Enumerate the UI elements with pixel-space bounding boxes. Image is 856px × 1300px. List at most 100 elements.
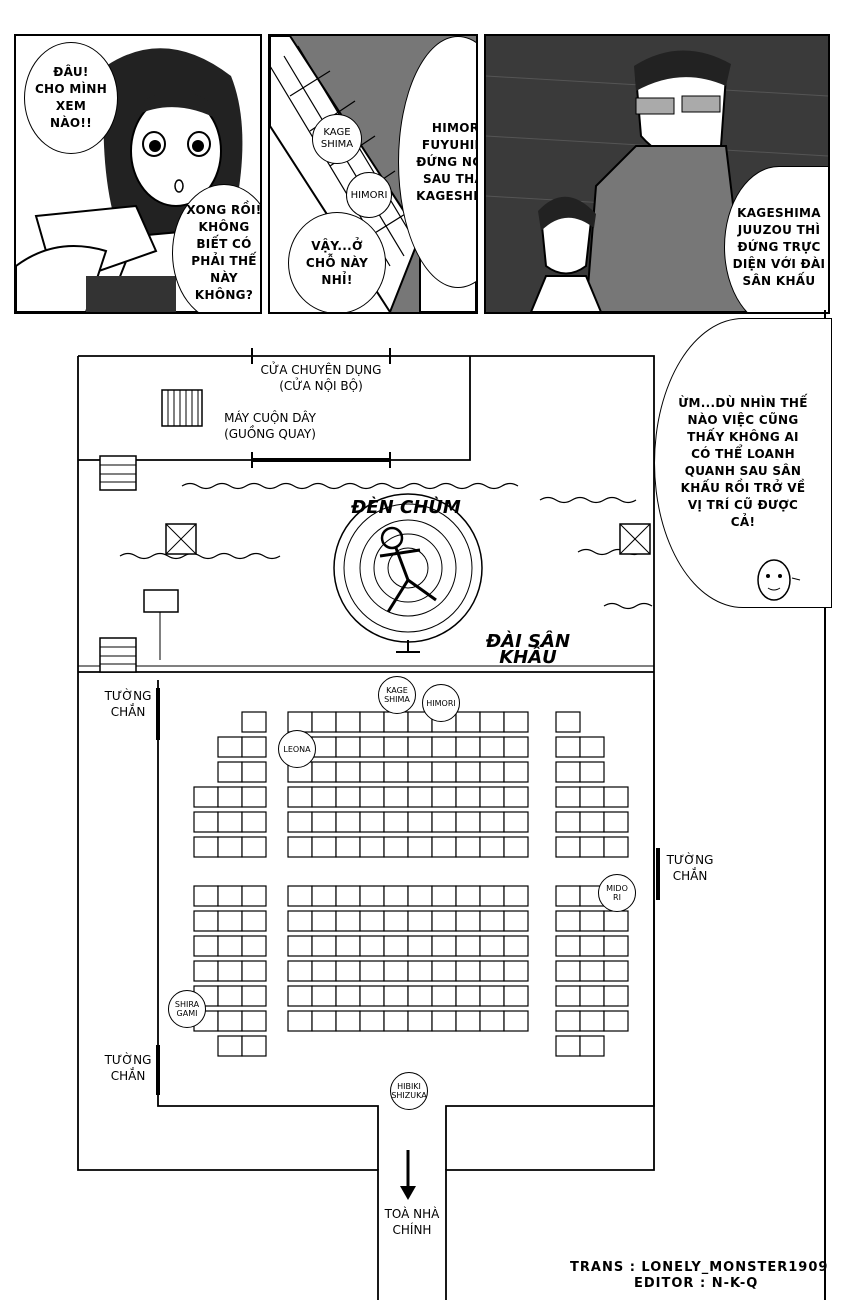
seat bbox=[503, 761, 529, 783]
wall-label: TƯỜNG CHẮN bbox=[666, 853, 714, 883]
seat bbox=[455, 786, 481, 808]
speech-bubble: VẬY...Ở CHỖ NÀY NHỈ! bbox=[288, 212, 386, 312]
seat bbox=[287, 836, 313, 858]
seat bbox=[241, 885, 267, 907]
seat bbox=[479, 761, 505, 783]
small-character-icon bbox=[757, 559, 801, 601]
seat bbox=[503, 935, 529, 957]
seat bbox=[479, 910, 505, 932]
seat bbox=[287, 711, 313, 733]
name-tag-hibiki: HIBIKI SHIZUKA bbox=[390, 1072, 428, 1110]
seat bbox=[335, 786, 361, 808]
seat bbox=[479, 985, 505, 1007]
men-illustration bbox=[486, 36, 828, 312]
seat bbox=[217, 985, 243, 1007]
seat bbox=[407, 985, 433, 1007]
seat bbox=[241, 960, 267, 982]
seat bbox=[335, 736, 361, 758]
seat bbox=[193, 811, 219, 833]
seat bbox=[503, 836, 529, 858]
seat bbox=[479, 736, 505, 758]
seat bbox=[193, 836, 219, 858]
seat bbox=[241, 1010, 267, 1032]
seat bbox=[503, 960, 529, 982]
name-tag-leona: LEONA bbox=[278, 730, 316, 768]
seat bbox=[359, 960, 385, 982]
seat bbox=[407, 836, 433, 858]
seat bbox=[359, 935, 385, 957]
seat bbox=[579, 985, 605, 1007]
door-label: CỬA CHUYÊN DỤNG (CỬA NỘI BỘ) bbox=[260, 363, 382, 393]
seat bbox=[503, 885, 529, 907]
seat bbox=[383, 910, 409, 932]
seat bbox=[479, 786, 505, 808]
trans-credit: TRANS : LONELY_MONSTER1909 bbox=[570, 1260, 829, 1275]
seat bbox=[579, 736, 605, 758]
seat bbox=[217, 786, 243, 808]
seat bbox=[555, 736, 581, 758]
seat bbox=[311, 811, 337, 833]
seat bbox=[193, 960, 219, 982]
seat bbox=[407, 885, 433, 907]
seat bbox=[431, 960, 457, 982]
seat bbox=[383, 811, 409, 833]
seat bbox=[383, 836, 409, 858]
seat bbox=[603, 960, 629, 982]
seat bbox=[579, 1010, 605, 1032]
seat bbox=[287, 885, 313, 907]
seat bbox=[579, 935, 605, 957]
seat bbox=[217, 761, 243, 783]
seat bbox=[359, 811, 385, 833]
seat bbox=[431, 985, 457, 1007]
seat bbox=[241, 836, 267, 858]
seat bbox=[217, 885, 243, 907]
seat bbox=[311, 935, 337, 957]
seat bbox=[407, 1010, 433, 1032]
seat bbox=[479, 836, 505, 858]
seat bbox=[555, 836, 581, 858]
wall-label: TƯỜNG CHẮN bbox=[104, 689, 152, 719]
editor-credit: EDITOR : N-K-Q bbox=[634, 1276, 759, 1291]
name-tag-midori: MIDO RI bbox=[598, 874, 636, 912]
seat bbox=[311, 786, 337, 808]
seat bbox=[335, 1010, 361, 1032]
seat bbox=[335, 711, 361, 733]
speech-bubble: KAGESHIMA JUUZOU THÌ ĐỨNG TRỰC DIỆN VỚI … bbox=[724, 166, 828, 312]
seat bbox=[479, 1010, 505, 1032]
seat bbox=[555, 711, 581, 733]
seat bbox=[431, 836, 457, 858]
seat bbox=[287, 985, 313, 1007]
seat bbox=[503, 786, 529, 808]
seat bbox=[383, 885, 409, 907]
speech-bubble: ĐÂU! CHO MÌNH XEM NÀO!! bbox=[24, 42, 118, 154]
seat bbox=[579, 910, 605, 932]
seat bbox=[431, 935, 457, 957]
seat bbox=[241, 935, 267, 957]
seat bbox=[359, 1010, 385, 1032]
panel-seating-chart: KAGE SHIMA HIMORI VẬY...Ở CHỖ NÀY NHỈ! H… bbox=[268, 34, 478, 314]
seat bbox=[287, 811, 313, 833]
seat bbox=[311, 711, 337, 733]
seat bbox=[241, 711, 267, 733]
seat bbox=[555, 960, 581, 982]
seat bbox=[431, 910, 457, 932]
seat bbox=[431, 811, 457, 833]
seat bbox=[603, 786, 629, 808]
seat bbox=[383, 711, 409, 733]
seat bbox=[407, 786, 433, 808]
seat bbox=[359, 910, 385, 932]
seat bbox=[455, 736, 481, 758]
seat bbox=[579, 960, 605, 982]
seat bbox=[287, 786, 313, 808]
seat bbox=[579, 811, 605, 833]
seat bbox=[241, 910, 267, 932]
seat bbox=[455, 811, 481, 833]
seat bbox=[455, 910, 481, 932]
seat bbox=[241, 811, 267, 833]
seat bbox=[407, 910, 433, 932]
seat bbox=[359, 736, 385, 758]
seat bbox=[503, 736, 529, 758]
seat bbox=[603, 910, 629, 932]
speech-bubble: XONG RỒI! KHÔNG BIẾT CÓ PHẢI THẾ NÀY KHÔ… bbox=[172, 184, 260, 312]
